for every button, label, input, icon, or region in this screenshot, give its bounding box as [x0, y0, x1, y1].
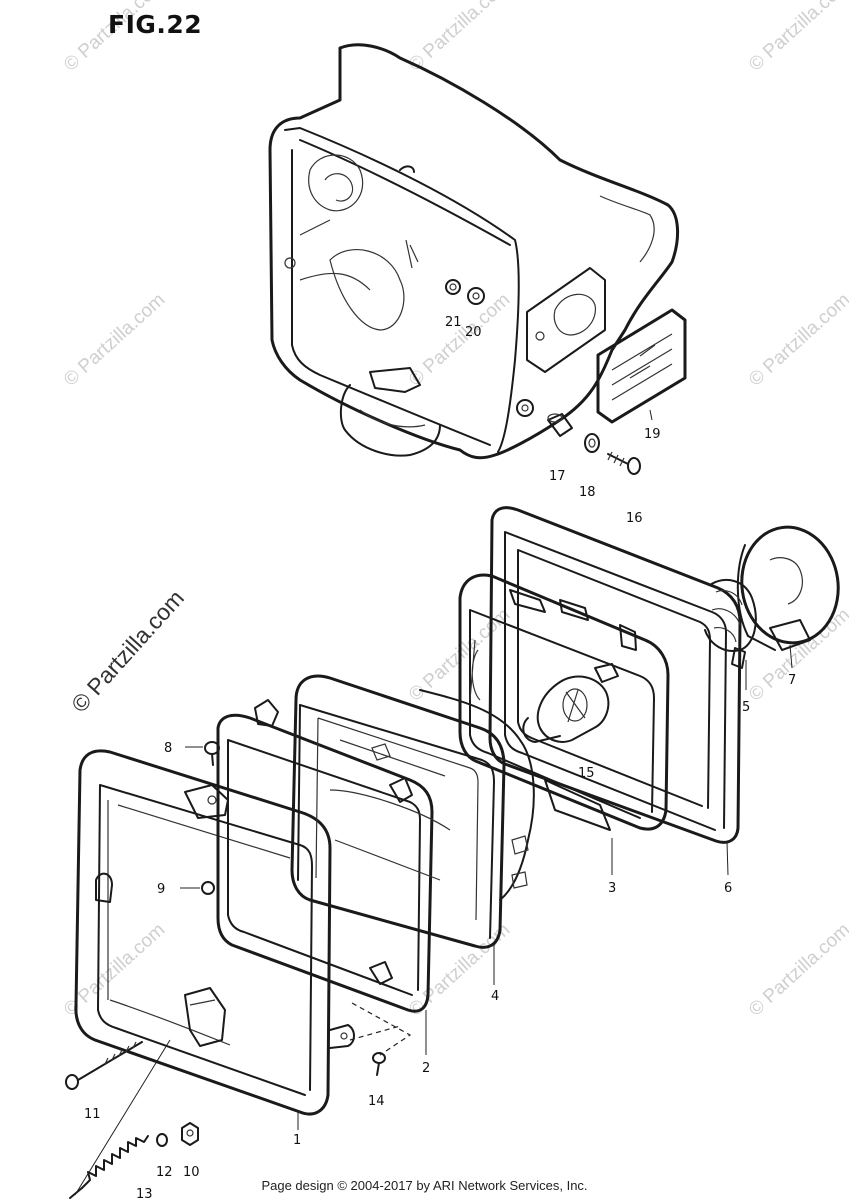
callout-labels: 21 20 19 17 18 16 7 5 15 8 9 3 6 4 2 14 … [84, 315, 796, 1200]
nut-10[interactable] [181, 1122, 199, 1146]
callout-1: 1 [293, 1133, 301, 1148]
footer-copyright: Page design © 2004-2017 by ARI Network S… [261, 1178, 588, 1193]
headlight-frame-2[interactable] [216, 699, 434, 1013]
bulb-socket-5[interactable] [704, 578, 757, 669]
headlight-housing[interactable] [268, 43, 680, 460]
callout-8: 8 [164, 741, 172, 756]
leader-lines [180, 409, 793, 1130]
callout-15: 15 [578, 766, 595, 781]
callout-2: 2 [422, 1061, 430, 1076]
callout-12: 12 [156, 1165, 173, 1180]
headlight-lens-4[interactable] [290, 674, 535, 949]
assembly-guide-lines [74, 1002, 412, 1196]
washer-18[interactable] [584, 433, 600, 453]
bulb-cover-7[interactable] [734, 521, 845, 651]
collar-17[interactable] [547, 413, 573, 437]
nut-9[interactable] [201, 881, 215, 895]
washer-20[interactable] [467, 287, 485, 305]
callout-6: 6 [724, 881, 732, 896]
figure-title: FIG.22 [108, 10, 203, 39]
headlight-rim-1[interactable] [74, 749, 355, 1116]
screw-14[interactable] [372, 1052, 386, 1076]
callout-19: 19 [644, 427, 661, 442]
callout-10: 10 [183, 1165, 200, 1180]
callout-14: 14 [368, 1094, 385, 1109]
callout-17: 17 [549, 469, 566, 484]
callout-5: 5 [742, 700, 750, 715]
headlight-gasket-6[interactable] [488, 506, 742, 844]
bolt-11[interactable] [65, 1041, 143, 1090]
callout-13: 13 [136, 1187, 153, 1200]
callout-11: 11 [84, 1107, 101, 1122]
callout-20: 20 [465, 325, 482, 340]
callout-7: 7 [788, 673, 796, 688]
headlight-bulb-15[interactable] [522, 663, 619, 743]
callout-4: 4 [491, 989, 499, 1004]
callout-16: 16 [626, 511, 643, 526]
reflector-19[interactable] [596, 308, 687, 424]
callout-21: 21 [445, 315, 462, 330]
screw-16[interactable] [607, 451, 641, 475]
screw-8[interactable] [204, 741, 220, 766]
callout-18: 18 [579, 485, 596, 500]
callout-9: 9 [157, 882, 165, 897]
nut-21[interactable] [445, 279, 461, 295]
washer-12[interactable] [156, 1133, 168, 1147]
callout-3: 3 [608, 881, 616, 896]
